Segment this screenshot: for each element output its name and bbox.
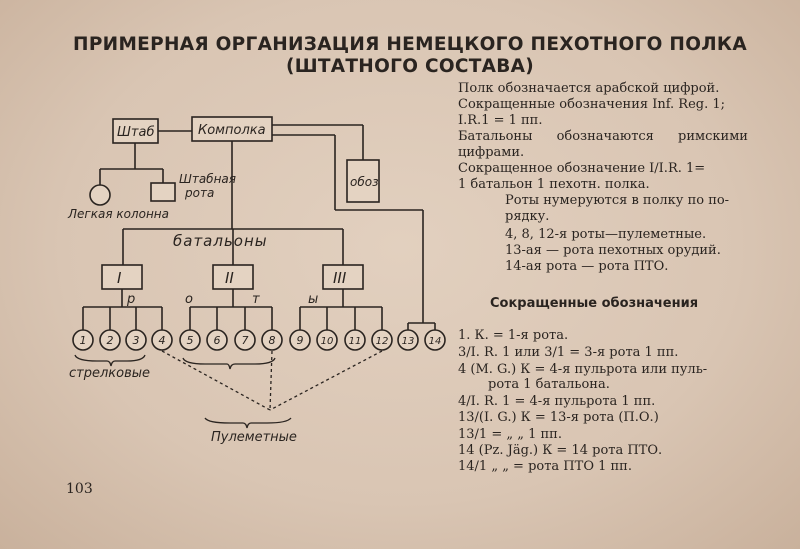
company-8-number: 8 — [269, 334, 276, 347]
abbr-line-3: 4 (M. G.) К = 4-я пульрота или пуль- — [458, 362, 708, 377]
company-1-number: 1 — [80, 334, 87, 347]
company-13-number: 13 — [402, 336, 415, 347]
battalion-III-label: III — [333, 269, 347, 287]
company-4-number: 4 — [159, 334, 166, 347]
abbr-line-1: 1. К. = 1-я рота. — [458, 328, 569, 343]
rota-letter-r: р — [126, 292, 135, 307]
rota-letter-o: о — [185, 292, 193, 307]
abbr-line-6: 13/(I. G.) К = 13-я рота (П.О.) — [458, 410, 659, 425]
battalion-I-box — [101, 264, 143, 290]
company-12-circle — [371, 329, 393, 351]
note-line-3: I.R.1 = 1 пп. — [458, 113, 543, 128]
battalion-III-box — [322, 264, 364, 290]
pulemetnye-label: Пулеметные — [211, 430, 297, 445]
shtabnaya-rota-symbol — [150, 182, 176, 202]
abbr-line-7: 13/1 = „ „ 1 пп. — [458, 427, 562, 442]
company-7-circle — [234, 329, 256, 351]
note-line-4c: римскими — [678, 129, 748, 144]
company-2-number: 2 — [107, 334, 114, 347]
company-5-number: 5 — [187, 334, 194, 347]
kompolka-label: Комполка — [198, 123, 266, 138]
company-10-circle — [316, 329, 338, 351]
note-line-6: Сокращенное обозначение I/I.R. 1= — [458, 161, 706, 176]
note-line-10: 4, 8, 12-я роты—пулеметные. — [505, 227, 707, 242]
company-5-circle — [179, 329, 201, 351]
shtabnaya-rota-label-2: рота — [184, 186, 214, 200]
rota-letter-t: т — [252, 292, 260, 307]
company-12-number: 12 — [376, 336, 389, 347]
company-1-circle — [72, 329, 94, 351]
note-line-12: 14-ая рота — рота ПТО. — [505, 259, 669, 274]
page-subtitle: (ШТАТНОГО СОСТАВА) — [285, 56, 535, 77]
company-6-circle — [206, 329, 228, 351]
company-8-circle — [261, 329, 283, 351]
legkaya-kolonna-label: Легкая колонна — [67, 207, 169, 221]
company-11-number: 11 — [349, 336, 362, 347]
company-6-number: 6 — [214, 334, 221, 347]
company-2-circle — [99, 329, 121, 351]
company-14-circle — [424, 329, 446, 351]
note-line-5: цифрами. — [458, 145, 525, 160]
note-line-7: 1 батальон 1 пехотн. полка. — [458, 177, 650, 192]
shtab-label: Штаб — [117, 125, 154, 140]
mg-link-4 — [161, 350, 271, 411]
page-title: ПРИМЕРНАЯ ОРГАНИЗАЦИЯ НЕМЕЦКОГО ПЕХОТНОГ… — [73, 34, 747, 55]
oboz-box — [346, 159, 380, 203]
batalony-label: батальоны — [173, 232, 268, 250]
legkaya-kolonna-symbol — [89, 184, 111, 206]
pulemetnye-brace — [204, 417, 292, 429]
company-9-circle — [289, 329, 311, 351]
shtabnaya-rota-label-1: Штабная — [179, 172, 236, 186]
abbr-line-8: 14 (Pz. Jäg.) К = 14 рота ПТО. — [458, 443, 663, 458]
company-3-circle — [125, 329, 147, 351]
middle-brace — [182, 357, 276, 370]
note-line-11: 13-ая — рота пехотных орудий. — [505, 243, 721, 258]
abbr-line-2: 3/I. R. 1 или 3/1 = 3-я рота 1 пп. — [458, 345, 679, 360]
battalion-II-box — [212, 264, 254, 290]
battalion-II-label: II — [225, 269, 234, 287]
note-line-4a: Батальоны — [458, 129, 533, 144]
mg-link-12 — [269, 350, 383, 411]
abbr-line-4: рота 1 батальона. — [488, 377, 610, 392]
oboz-label: обоз — [350, 175, 378, 189]
abbr-line-5: 4/I. R. 1 = 4-я пульрота 1 пп. — [458, 394, 656, 409]
abbr-line-9: 14/1 „ „ = рота ПТО 1 пп. — [458, 459, 632, 474]
battalion-I-label: I — [117, 269, 122, 287]
company-7-number: 7 — [242, 334, 249, 347]
mg-link-8 — [269, 350, 273, 411]
strelkovye-label: стрелковые — [69, 366, 150, 381]
note-line-4: Батальоны обозначаются римскими — [458, 129, 748, 145]
company-4-circle — [151, 329, 173, 351]
strelkovye-brace — [74, 354, 146, 367]
note-line-4b: обозначаются — [556, 129, 654, 144]
organization-chart: Штаб Комполка обоз Штабная рота Легкая к… — [67, 116, 446, 445]
note-line-9: рядку. — [505, 209, 550, 224]
note-line-2: Сокращенные обозначения Inf. Reg. 1; — [458, 97, 726, 112]
company-9-number: 9 — [297, 334, 304, 347]
company-10-number: 10 — [321, 336, 334, 347]
note-line-8: Роты нумеруются в полку по по- — [505, 193, 730, 208]
company-3-number: 3 — [133, 334, 140, 347]
company-14-number: 14 — [429, 336, 442, 347]
note-line-1: Полк обозначается арабской цифрой. — [458, 81, 720, 96]
abbreviations-heading: Сокращенные обозначения — [490, 296, 699, 311]
company-13-circle — [397, 329, 419, 351]
page-number: 103 — [66, 481, 93, 497]
company-11-circle — [344, 329, 366, 351]
rota-letter-y: ы — [308, 292, 318, 307]
